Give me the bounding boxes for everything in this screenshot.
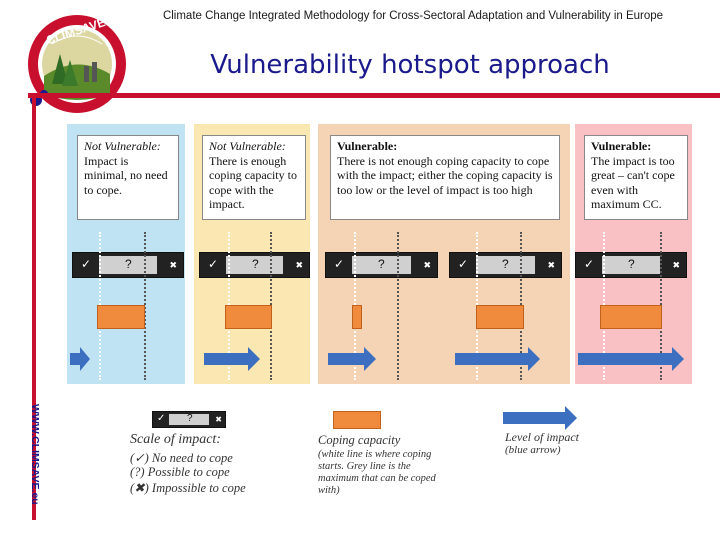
description-box: Not Vulnerable: There is enough coping c… — [202, 135, 306, 220]
climsave-logo: CLIMSAVE — [28, 15, 126, 113]
impact-scale: ✓ ? ✖ — [325, 252, 438, 278]
description-box: Not Vulnerable: Impact is minimal, no ne… — [77, 135, 179, 220]
impact-legend-note: (blue arrow) — [505, 444, 561, 456]
scale-legend-item: (?) Possible to cope — [130, 465, 230, 479]
question-icon: ? — [378, 257, 385, 271]
impact-scale: ✓ ? ✖ — [575, 252, 687, 278]
question-icon: ? — [628, 257, 635, 271]
impact-scale: ✓ ? ✖ — [449, 252, 562, 278]
side-url: WWW.CLIMSAVE.eu — [29, 404, 41, 505]
description-box: Vulnerable: The impact is too great – ca… — [584, 135, 688, 220]
box-text: The impact is too great – can't cope eve… — [591, 153, 675, 212]
cross-icon: ✖ — [423, 260, 431, 270]
cross-icon: ✖ — [169, 260, 177, 270]
coping-max-line — [144, 232, 146, 380]
box-text: There is enough coping capacity to cope … — [209, 153, 297, 212]
coping-capacity-bar — [476, 305, 524, 329]
legend-coping-bar — [333, 411, 381, 429]
question-icon: ? — [252, 257, 259, 271]
impact-scale: ✓ ? ✖ — [72, 252, 184, 278]
box-text: Impact is minimal, no need to cope. — [84, 153, 168, 197]
question-icon: ? — [502, 257, 509, 271]
question-icon: ? — [125, 257, 132, 271]
box-heading: Not Vulnerable: — [84, 139, 161, 153]
tick-icon: ✓ — [81, 257, 92, 271]
tick-icon: ✓ — [208, 257, 219, 271]
cross-icon: ✖ — [547, 260, 555, 270]
tick-icon: ✓ — [584, 257, 595, 271]
page-title: Vulnerability hotspot approach — [210, 50, 610, 80]
tick-icon: ✓ — [157, 413, 166, 424]
box-heading: Vulnerable: — [337, 139, 398, 153]
coping-capacity-bar — [97, 305, 145, 329]
cross-icon: ✖ — [215, 415, 222, 424]
coping-legend-note: (white line is where coping starts. Grey… — [318, 449, 436, 496]
side-divider — [32, 96, 36, 520]
coping-max-line — [397, 232, 399, 380]
scale-legend-title: Scale of impact: — [130, 432, 221, 447]
description-box: Vulnerable: There is not enough coping c… — [330, 135, 560, 220]
coping-capacity-bar — [600, 305, 662, 329]
coping-legend-title: Coping capacity — [318, 433, 401, 447]
impact-scale: ✓ ? ✖ — [199, 252, 310, 278]
cross-icon: ✖ — [295, 260, 303, 270]
tick-icon: ✓ — [458, 257, 469, 271]
scale-legend-item: (✓) No need to cope — [130, 451, 233, 465]
coping-capacity-bar — [225, 305, 272, 329]
coping-capacity-bar — [352, 305, 362, 329]
impact-legend-title: Level of impact — [505, 430, 579, 444]
cross-icon: ✖ — [672, 260, 680, 270]
legend-impact-scale: ✓ ? ✖ — [152, 411, 226, 428]
question-icon: ? — [187, 413, 193, 424]
tick-icon: ✓ — [334, 257, 345, 271]
legend-impact-arrow — [503, 406, 577, 430]
box-heading: Not Vulnerable: — [209, 139, 286, 153]
box-heading: Vulnerable: — [591, 139, 652, 153]
subtitle: Climate Change Integrated Methodology fo… — [162, 10, 664, 22]
header-divider — [28, 93, 720, 98]
scale-legend-item: (✖) Impossible to cope — [130, 481, 246, 495]
box-text: There is not enough coping capacity to c… — [337, 153, 553, 197]
